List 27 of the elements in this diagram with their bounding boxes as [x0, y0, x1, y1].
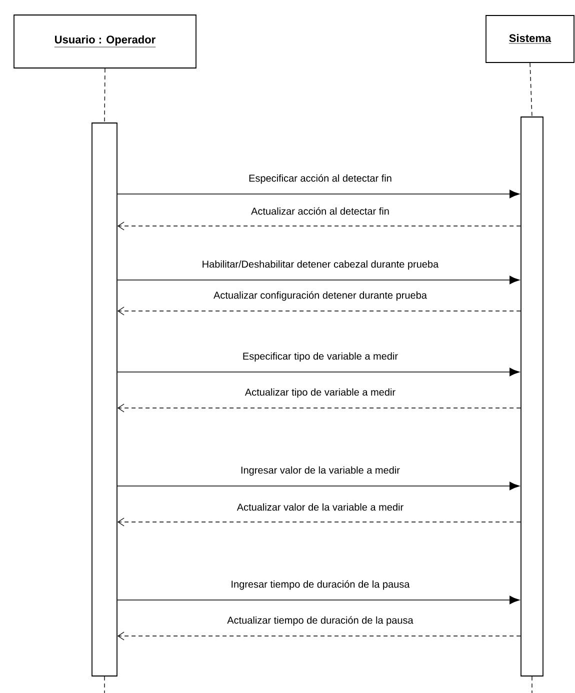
participant-box: Usuario : Operador — [14, 14, 196, 68]
edge-label: Actualizar configuración detener durante prueba — [214, 291, 427, 301]
message-arrow — [117, 368, 520, 376]
message-arrow — [117, 632, 521, 640]
lifeline — [104, 68, 106, 123]
message-arrow — [117, 482, 520, 490]
message-arrow — [117, 276, 520, 284]
edge-label: Habilitar/Deshabilitar detener cabezal durante prueba — [202, 260, 439, 270]
activation-bar — [520, 116, 544, 676]
message-arrow — [117, 404, 521, 412]
activation-bar — [92, 122, 118, 676]
edge-label: Ingresar valor de la variable a medir — [241, 466, 400, 476]
edge-label: Actualizar tiempo de duración de la pausa — [227, 616, 414, 626]
message-arrow — [117, 518, 521, 526]
message-arrow — [117, 306, 521, 316]
message-arrow — [117, 596, 520, 604]
message-arrow — [117, 190, 520, 198]
edge-label: Actualizar tipo de variable a medir — [244, 388, 396, 398]
edge-label: Actualizar acción al detectar fin — [251, 207, 389, 215]
edge-label: Especificar tipo de variable a medir — [243, 352, 398, 362]
edge-label: Especificar acción al detectar fin — [249, 174, 392, 184]
participant-box: Sistema — [486, 15, 574, 63]
message-arrow — [117, 222, 521, 230]
edge-label: Actualizar valor de la variable a medir — [236, 503, 404, 511]
lifeline — [104, 676, 105, 693]
lifeline — [530, 62, 532, 117]
edge-label: Ingresar tiempo de duración de la pausa — [232, 580, 410, 590]
